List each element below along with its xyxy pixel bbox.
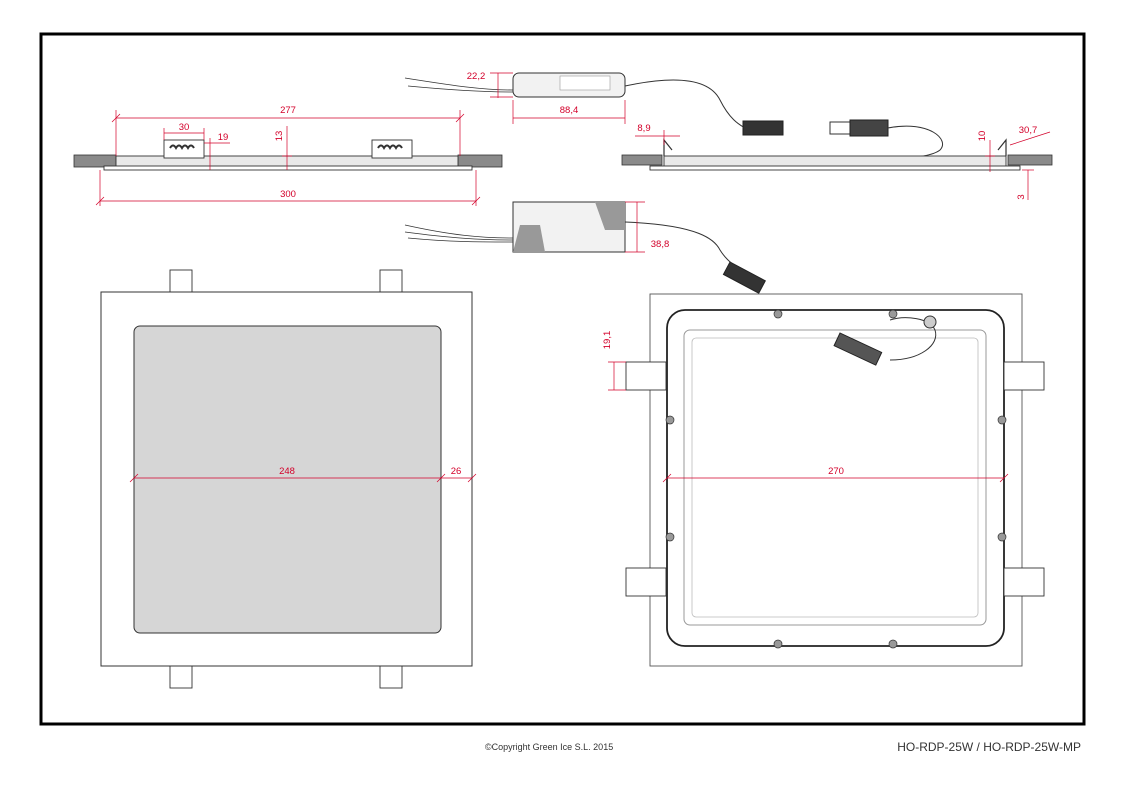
dim-270: 270 [828,466,844,477]
copyright-text: ©Copyright Green Ice S.L. 2015 [485,742,614,752]
dim-30: 30 [179,122,190,133]
male-cable [887,125,943,161]
ceiling-right [457,154,503,168]
spring-coil-right [377,144,403,150]
dim-19: 19 [218,132,229,143]
output-cable-top [624,221,736,267]
spring-clip-right [371,139,413,159]
male-connector-grip [849,119,889,137]
ceiling-left-right-view [621,154,663,166]
driver-shade-right [595,202,625,230]
dim-277: 277 [280,105,296,116]
dim-26: 26 [451,466,462,477]
input-wires-top [404,224,514,243]
dim-3: 3 [1016,194,1027,199]
back-screws [665,309,1007,649]
clip-tab-bottom-left [169,665,193,689]
dim-38-8: 38,8 [651,239,670,250]
side-view-left: 277 300 30 19 13 [73,105,503,206]
back-connector [833,332,883,366]
clip-tab-bottom-right [379,665,403,689]
ceiling-right-right-view [1007,154,1053,166]
output-cable [624,79,746,129]
clip-left-arm [663,138,673,156]
model-number: HO-RDP-25W / HO-RDP-25W-MP [897,740,1081,754]
driver-side-view: 22,2 88,4 [404,71,943,161]
front-view: 248 26 [100,269,477,689]
female-connector [742,120,784,136]
back-cable-gland [923,315,937,329]
dim-300: 300 [280,189,296,200]
back-cable [889,317,937,361]
spring-coil-left [169,144,195,150]
clip-tab-top-left [169,269,193,293]
dim-30-7: 30,7 [1019,125,1038,136]
female-connector-top [722,261,766,294]
back-clips [625,361,1045,597]
back-view: 270 19,1 [602,293,1045,667]
panel-back-inner-2 [691,337,979,618]
panel-diffuser [133,325,442,634]
clip-tab-top-right [379,269,403,293]
panel-flange-side-right [649,165,1021,171]
driver-shade-left [513,225,545,252]
dim-22-2: 22,2 [467,71,486,82]
dim-248: 248 [279,466,295,477]
driver-top-view: 38,8 [404,201,766,294]
driver-label-side [559,75,611,91]
dim-10: 10 [977,131,988,142]
input-wires [404,77,514,93]
dim-8-9: 8,9 [637,123,650,134]
dim-19-1: 19,1 [602,331,613,350]
drawing-frame [39,32,1086,726]
dim-88-4: 88,4 [560,105,579,116]
panel-flange-side [103,165,473,171]
side-view-right: 8,9 10 30,7 3 [621,123,1053,200]
spring-clip-left [163,139,205,159]
ceiling-left [73,154,117,168]
clip-right-arm [997,138,1007,156]
dim-13: 13 [274,131,285,142]
